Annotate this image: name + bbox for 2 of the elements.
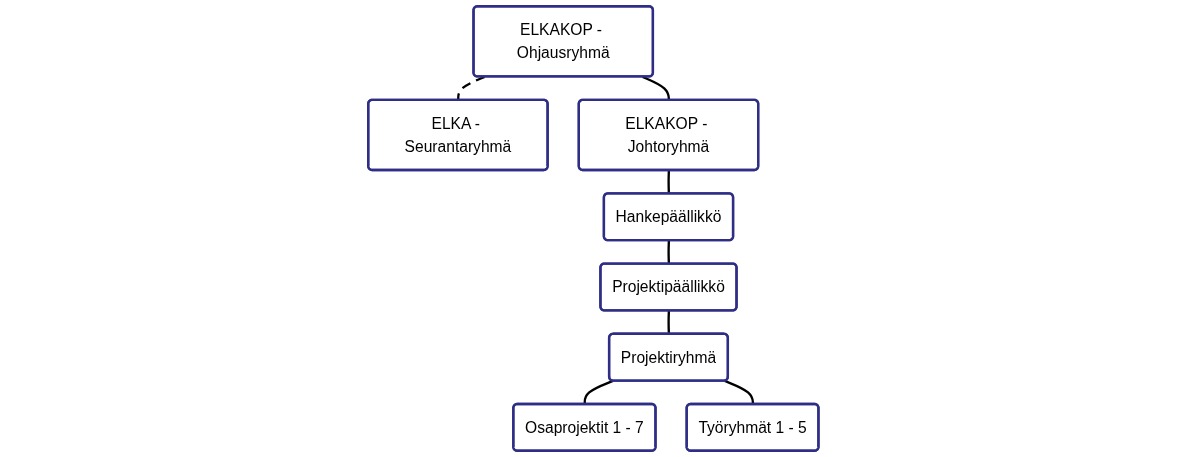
- connector: [667, 170, 670, 194]
- connector: [667, 240, 670, 264]
